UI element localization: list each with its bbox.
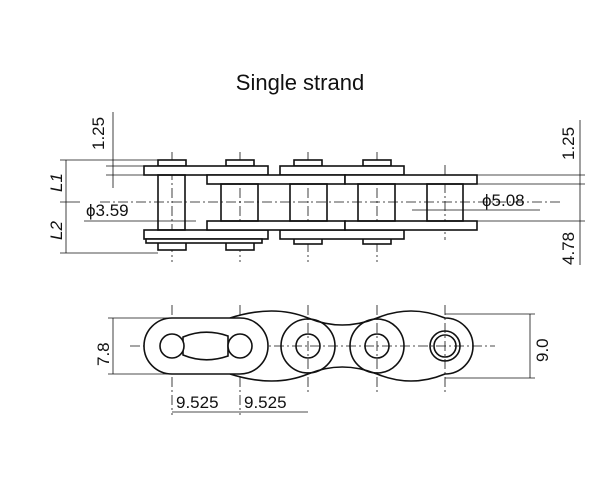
top-view: 1.25 1.25 4.78 L1 L2 ϕ3.59 ϕ5.08 [47, 112, 585, 265]
dim-roller-diameter: ϕ5.08 [482, 191, 525, 210]
dim-pitch-2: 9.525 [244, 393, 287, 412]
dim-L2: L2 [47, 221, 66, 240]
dim-L1: L1 [47, 173, 66, 192]
dim-pin-diameter: ϕ3.59 [86, 201, 129, 220]
diagram-title: Single strand [235, 70, 365, 95]
dim-pin-link-height: 7.8 [94, 342, 113, 366]
dim-left-plate-thickness: 1.25 [89, 117, 108, 150]
dim-pitch-1: 9.525 [176, 393, 219, 412]
dim-inner-width: 4.78 [559, 232, 578, 265]
side-view: 7.8 9.0 9.525 9.525 [94, 305, 552, 415]
dim-roller-link-height: 9.0 [533, 338, 552, 362]
dim-right-plate-thickness: 1.25 [559, 127, 578, 160]
